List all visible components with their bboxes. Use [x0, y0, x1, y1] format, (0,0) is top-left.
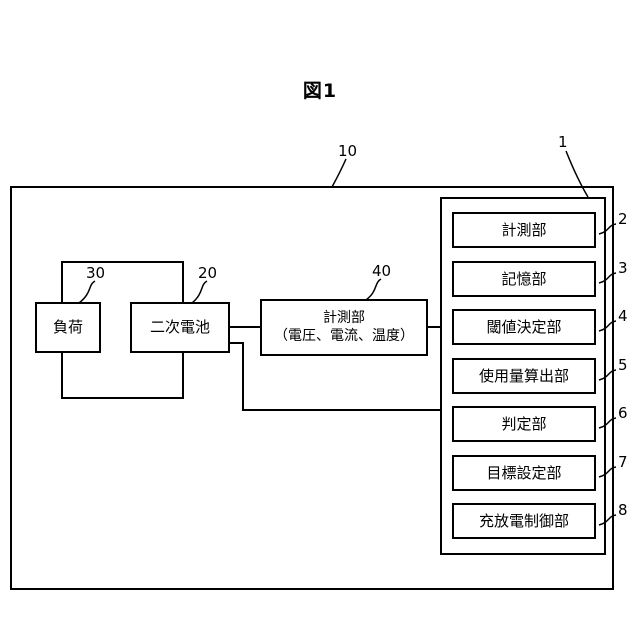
module-charge-discharge-control: 充放電制御部 [452, 503, 596, 539]
sensor-box: 計測部 （電圧、電流、温度） [260, 299, 428, 356]
module-judgment: 判定部 [452, 406, 596, 442]
figure-title: 図1 [302, 80, 338, 102]
module-label: 判定部 [501, 414, 547, 433]
control-unit-box [440, 197, 606, 555]
leader-ref-20 [191, 280, 208, 304]
leader-ref-4 [598, 320, 617, 332]
sensor-label-line1: 計測部 [323, 310, 365, 326]
ref-numeral-7: 7 [618, 453, 628, 471]
leader-ref-2 [598, 223, 617, 235]
ref-numeral-30: 30 [86, 264, 106, 282]
module-label: 使用量算出部 [478, 366, 569, 385]
battery-label: 二次電池 [149, 318, 210, 337]
load-box: 負荷 [35, 302, 101, 353]
sensor-label-line2: （電圧、電流、温度） [274, 327, 414, 344]
leader-ref-3 [598, 272, 617, 284]
ref-numeral-10: 10 [338, 142, 358, 160]
ref-numeral-40: 40 [372, 262, 392, 280]
leader-ref-10 [331, 158, 347, 188]
leader-ref-6 [598, 417, 617, 429]
ref-numeral-8: 8 [618, 501, 628, 519]
module-label: 計測部 [501, 220, 547, 239]
module-target-setting: 目標設定部 [452, 455, 596, 491]
ref-numeral-5: 5 [618, 356, 628, 374]
ref-numeral-2: 2 [618, 210, 628, 228]
module-label: 充放電制御部 [478, 511, 569, 530]
leader-ref-5 [598, 369, 617, 381]
ref-numeral-1: 1 [558, 133, 568, 151]
leader-ref-7 [598, 466, 617, 478]
module-measurement: 計測部 [452, 212, 596, 248]
leader-ref-40 [365, 278, 382, 301]
battery-box: 二次電池 [130, 302, 230, 353]
ref-numeral-20: 20 [198, 264, 218, 282]
wire-battery-to-unit [230, 342, 440, 411]
module-label: 閾値決定部 [486, 317, 562, 336]
leader-ref-8 [598, 514, 617, 526]
module-label: 目標設定部 [486, 463, 562, 482]
module-threshold-determination: 閾値決定部 [452, 309, 596, 345]
leader-ref-30 [78, 280, 96, 304]
ref-numeral-6: 6 [618, 404, 628, 422]
load-label: 負荷 [52, 318, 83, 337]
ref-numeral-4: 4 [618, 307, 628, 325]
leader-ref-1 [565, 150, 589, 198]
system-boundary-box [10, 186, 614, 590]
module-storage: 記憶部 [452, 261, 596, 297]
module-usage-calculation: 使用量算出部 [452, 358, 596, 394]
ref-numeral-3: 3 [618, 259, 628, 277]
module-label: 記憶部 [501, 269, 547, 288]
